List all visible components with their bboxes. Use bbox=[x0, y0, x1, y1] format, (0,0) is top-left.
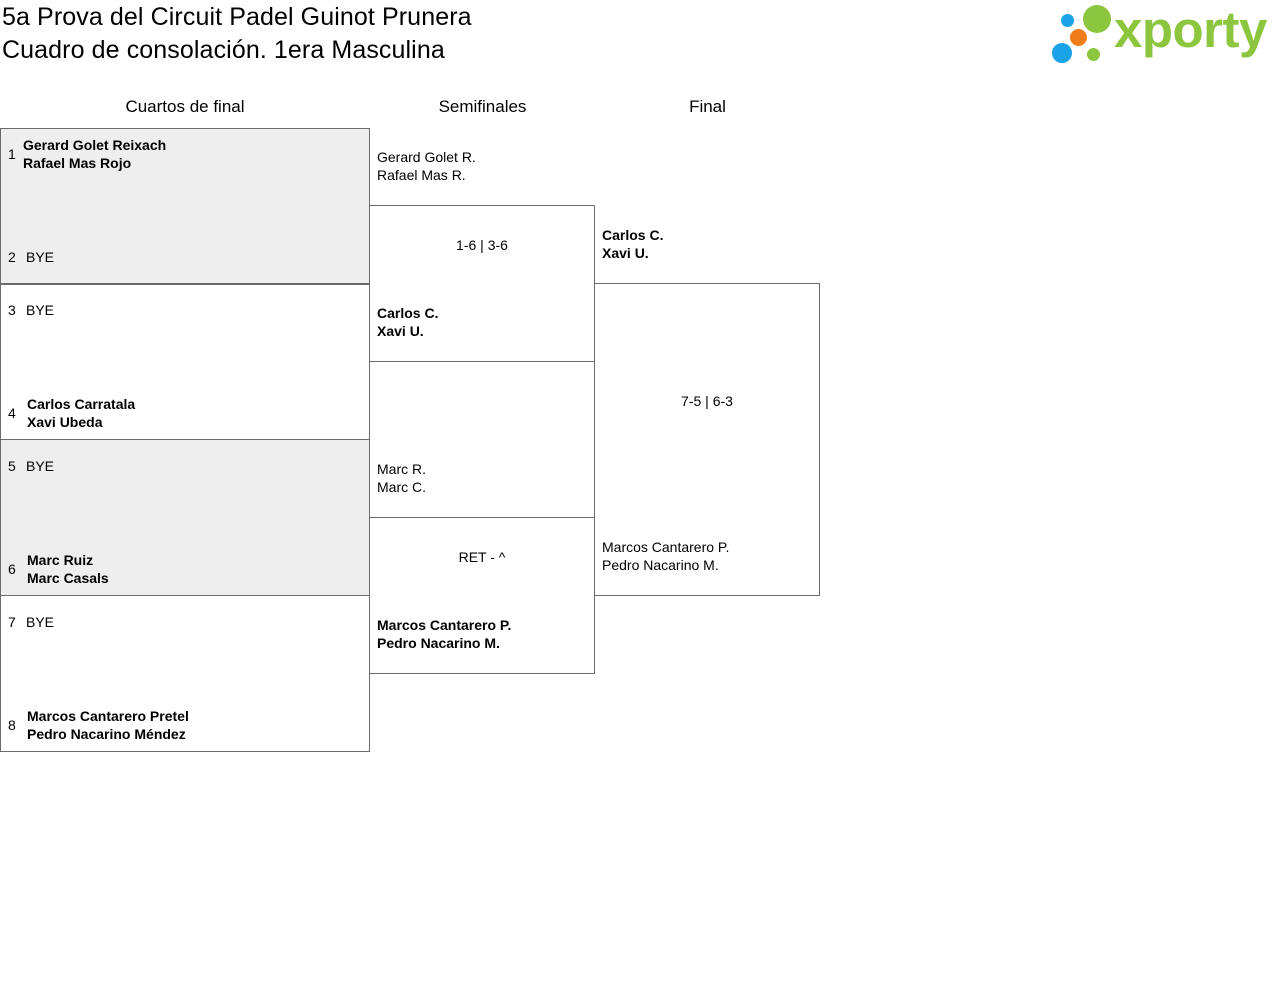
player-name: Xavi U. bbox=[602, 245, 649, 261]
quarterfinal-match-3 bbox=[0, 439, 370, 596]
bye-label: BYE bbox=[26, 302, 55, 318]
seed-number: 1 bbox=[8, 146, 16, 162]
match-score: 1-6 | 3-6 bbox=[456, 237, 508, 253]
seed-number: 4 bbox=[8, 405, 16, 421]
player-name: Carlos C. bbox=[602, 227, 664, 243]
team-entry[interactable]: Gerard Golet R. Rafael Mas R. bbox=[377, 148, 476, 184]
player-name: Marc Casals bbox=[27, 570, 109, 586]
player-name: Pedro Nacarino Méndez bbox=[27, 726, 186, 742]
player-name: Rafael Mas R. bbox=[377, 167, 466, 183]
page-title: 5a Prova del Circuit Padel Guinot Pruner… bbox=[2, 3, 472, 31]
team-entry[interactable]: Marc Ruiz Marc Casals bbox=[27, 551, 109, 587]
seed-number: 5 bbox=[8, 458, 16, 474]
player-name: Marcos Cantarero P. bbox=[602, 539, 730, 555]
player-name: Gerard Golet Reixach bbox=[23, 137, 167, 153]
logo-wordmark: xporty bbox=[1114, 1, 1267, 58]
player-name: Pedro Nacarino M. bbox=[602, 557, 719, 573]
final-match bbox=[594, 283, 820, 596]
player-name: Carlos Carratala bbox=[27, 396, 136, 412]
team-entry[interactable]: Marcos Cantarero P. Pedro Nacarino M. bbox=[602, 538, 729, 574]
seed-number: 8 bbox=[8, 717, 16, 733]
team-entry: BYE bbox=[26, 613, 54, 631]
round-header-final: Final bbox=[689, 97, 726, 116]
team-entry[interactable]: Marc R. Marc C. bbox=[377, 460, 426, 496]
bye-label: BYE bbox=[26, 614, 55, 630]
player-name: Xavi Ubeda bbox=[27, 414, 103, 430]
round-header-semifinals: Semifinales bbox=[438, 97, 527, 116]
player-name: Marcos Cantarero P. bbox=[377, 617, 512, 633]
team-entry[interactable]: Carlos C. Xavi U. bbox=[602, 226, 663, 262]
logo-dot-orange bbox=[1070, 29, 1087, 46]
match-score: RET - ^ bbox=[458, 549, 506, 565]
seed-number: 6 bbox=[8, 561, 16, 577]
seed-number: 7 bbox=[8, 614, 16, 630]
team-entry[interactable]: Carlos Carratala Xavi Ubeda bbox=[27, 395, 135, 431]
round-header-quarterfinals: Cuartos de final bbox=[125, 97, 245, 116]
player-name: Marc Ruiz bbox=[27, 552, 94, 568]
quarterfinal-match-1 bbox=[0, 128, 370, 285]
seed-number: 3 bbox=[8, 302, 16, 318]
player-name: Marc R. bbox=[377, 461, 426, 477]
bye-label: BYE bbox=[26, 249, 55, 265]
logo-dot-blue-large bbox=[1052, 43, 1072, 63]
seed-number: 2 bbox=[8, 249, 16, 265]
player-name: Pedro Nacarino M. bbox=[377, 635, 500, 651]
logo-dot-green-large bbox=[1083, 5, 1111, 33]
player-name: Gerard Golet R. bbox=[377, 149, 476, 165]
bye-label: BYE bbox=[26, 458, 55, 474]
team-entry[interactable]: Marcos Cantarero Pretel Pedro Nacarino M… bbox=[27, 707, 189, 743]
team-entry[interactable]: Gerard Golet Reixach Rafael Mas Rojo bbox=[23, 136, 166, 172]
match-score: 7-5 | 6-3 bbox=[681, 393, 733, 409]
player-name: Xavi U. bbox=[377, 323, 424, 339]
player-name: Carlos C. bbox=[377, 305, 439, 321]
player-name: Rafael Mas Rojo bbox=[23, 155, 132, 171]
page-subtitle: Cuadro de consolación. 1era Masculina bbox=[2, 36, 445, 64]
team-entry: BYE bbox=[26, 248, 54, 266]
logo-dot-green-small bbox=[1087, 48, 1100, 61]
team-entry[interactable]: Carlos C. Xavi U. bbox=[377, 304, 438, 340]
player-name: Marcos Cantarero Pretel bbox=[27, 708, 189, 724]
team-entry[interactable]: Marcos Cantarero P. Pedro Nacarino M. bbox=[377, 616, 511, 652]
team-entry: BYE bbox=[26, 457, 54, 475]
logo-dot-blue-small bbox=[1061, 14, 1074, 27]
xporty-logo[interactable]: xporty bbox=[1050, 1, 1276, 68]
team-entry: BYE bbox=[26, 301, 54, 319]
player-name: Marc C. bbox=[377, 479, 426, 495]
